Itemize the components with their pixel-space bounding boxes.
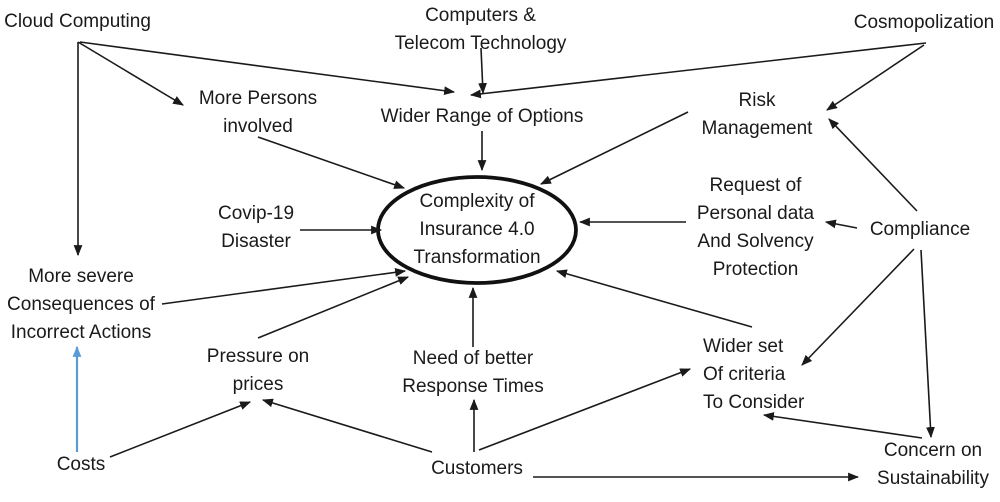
- edge-computers-telecom-to-wider-range: [478, 47, 487, 95]
- edge-compliance-to-risk-management: [828, 118, 918, 212]
- edge-customers-to-wider-set: [478, 368, 692, 451]
- node-covip-19-disaster: Covip-19 Disaster: [217, 203, 295, 252]
- edge-risk-management-to-center: [540, 111, 689, 185]
- node-pressure-on-prices: Pressure on prices: [206, 346, 310, 395]
- edge-compliance-to-concern: [920, 249, 935, 439]
- node-costs: Costs: [56, 454, 106, 475]
- node-wider-range-of-options: Wider Range of Options: [380, 106, 584, 127]
- node-cosmopolization: Cosmopolization: [853, 12, 995, 33]
- node-compliance: Compliance: [869, 219, 971, 240]
- edge-concern-to-wider-set: [762, 412, 923, 439]
- node-need-of-better-response-times: Need of better Response Times: [402, 348, 544, 397]
- edge-wider-set-to-center: [555, 269, 753, 328]
- edge-more-persons-to-center: [257, 136, 406, 189]
- edge-compliance-to-wider-set: [801, 248, 915, 366]
- node-computers-telecom: Computers & Telecom Technology: [394, 5, 567, 54]
- edge-cloud-computing-to-wider-range: [79, 41, 456, 96]
- edge-compliance-to-request: [824, 219, 858, 229]
- edge-cosmopolization-to-wider-range: [469, 42, 927, 99]
- node-more-severe-consequences: More severe Consequences of Incorrect Ac…: [7, 266, 155, 343]
- node-center-complexity: Complexity of Insurance 4.0 Transformati…: [413, 191, 541, 268]
- node-customers: Customers: [431, 458, 523, 479]
- edge-cosmopolization-to-risk-management: [826, 44, 925, 111]
- edge-more-severe-to-center: [161, 267, 407, 305]
- node-cloud-computing: Cloud Computing: [4, 11, 151, 32]
- edge-customers-to-pressure: [261, 398, 433, 453]
- node-risk-management: Risk Management: [701, 90, 813, 139]
- node-wider-set-of-criteria: Wider set Of criteria To Consider: [703, 336, 805, 413]
- edge-costs-to-pressure: [109, 401, 252, 458]
- edge-cloud-computing-to-more-persons: [77, 41, 184, 106]
- edge-pressure-to-center: [257, 276, 410, 339]
- node-request-personal-data: Request of Personal data And Solvency Pr…: [696, 175, 815, 280]
- node-concern-on-sustainability: Concern on Sustainability: [877, 440, 989, 489]
- node-more-persons-involved: More Persons involved: [198, 88, 318, 137]
